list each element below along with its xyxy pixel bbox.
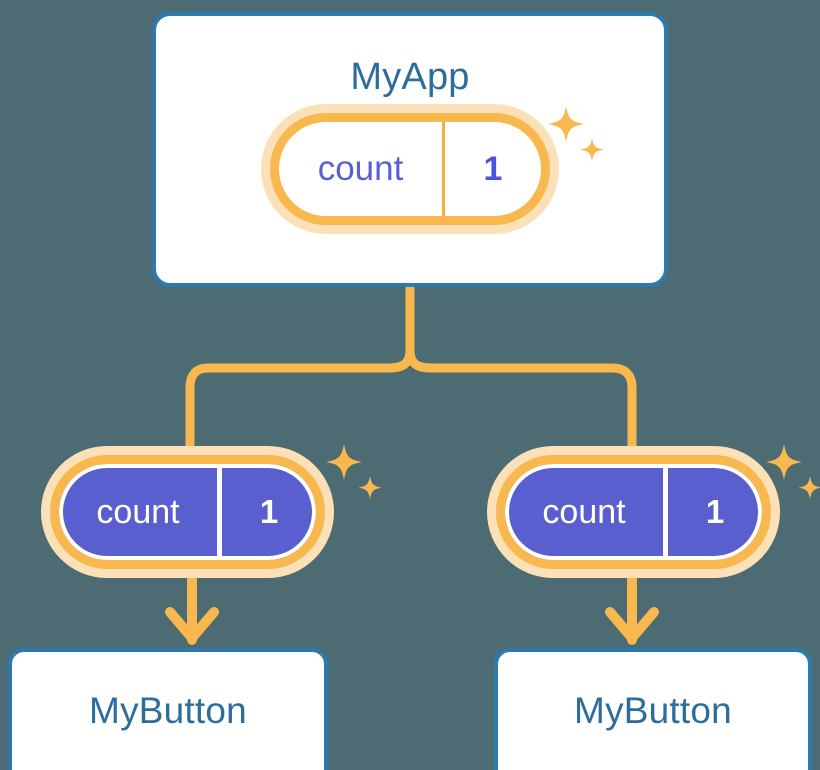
component-title-mybutton-left: MyButton <box>89 690 247 731</box>
state-value-leaf-left: 1 <box>259 493 279 530</box>
state-value-root: 1 <box>483 149 503 188</box>
state-pill-leaf-left[interactable]: count 1 <box>50 455 325 569</box>
sparkle-group-leaf-left <box>326 444 382 500</box>
component-box-mybutton-right[interactable]: MyButton <box>494 648 812 770</box>
component-box-mybutton-left[interactable]: MyButton <box>8 648 328 770</box>
component-title-myapp: MyApp <box>350 56 470 98</box>
state-pill-leaf-right[interactable]: count 1 <box>496 455 771 569</box>
arrow-down-icon-right <box>605 607 659 643</box>
sparkle-four-point-icon <box>326 444 362 480</box>
component-title-mybutton-right: MyButton <box>574 690 732 731</box>
arrow-down-icon-left <box>165 607 219 643</box>
state-key-leaf-left: count <box>59 464 222 560</box>
sparkle-four-point-small-icon <box>358 476 382 500</box>
sparkle-four-point-small-icon <box>798 476 820 500</box>
connector-branch-right <box>405 345 637 457</box>
state-key-root: count <box>279 122 445 216</box>
connector-branch-left <box>185 345 415 457</box>
state-value-leaf-right: 1 <box>705 493 725 530</box>
state-key-leaf-right: count <box>505 464 668 560</box>
state-pill-root[interactable]: count 1 <box>270 113 550 225</box>
sparkle-four-point-icon <box>766 444 802 480</box>
